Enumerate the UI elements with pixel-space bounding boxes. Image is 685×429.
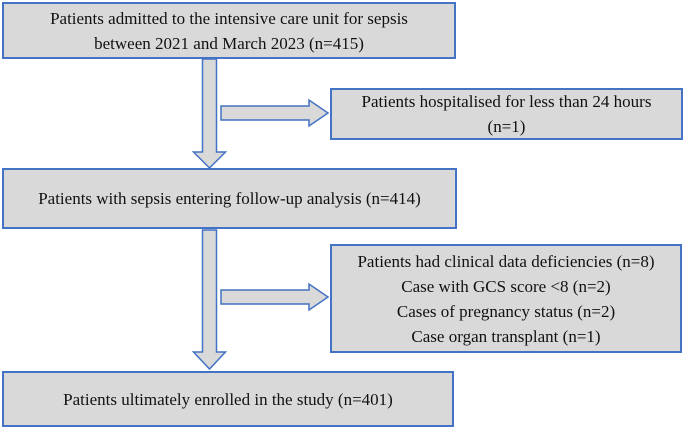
box-excluded-under-24h-line-2: (n=1) [487,117,526,136]
down-arrow-2-icon [191,229,228,371]
right-arrow-2-icon [220,282,330,312]
box-exclusion-reasons: Patients had clinical data deficiencies … [330,244,682,353]
box-exclusion-reasons-line-2: Case with GCS score <8 (n=2) [401,276,611,296]
right-arrow-1-icon [220,98,330,128]
box-followup-analysis: Patients with sepsis entering follow-up … [2,168,457,229]
box-excluded-under-24h-line-1: Patients hospitalised for less than 24 h… [361,92,652,111]
down-arrow-1-icon [191,58,228,170]
box-excluded-under-24h: Patients hospitalised for less than 24 h… [330,88,683,140]
box-patients-admitted: Patients admitted to the intensive care … [2,2,456,59]
box-patients-admitted-line-2: between 2021 and March 2023 (n=415) [94,33,364,53]
box-exclusion-reasons-line-3: Cases of pregnancy status (n=2) [396,301,616,321]
box-ultimately-enrolled-line-1: Patients ultimately enrolled in the stud… [63,389,393,409]
box-exclusion-reasons-line-4: Case organ transplant (n=1) [411,326,601,346]
box-exclusion-reasons-line-1: Patients had clinical data deficiencies … [357,251,655,271]
box-ultimately-enrolled: Patients ultimately enrolled in the stud… [2,371,454,427]
box-followup-analysis-line-1: Patients with sepsis entering follow-up … [38,189,421,208]
box-patients-admitted-line-1: Patients admitted to the intensive care … [50,8,408,28]
